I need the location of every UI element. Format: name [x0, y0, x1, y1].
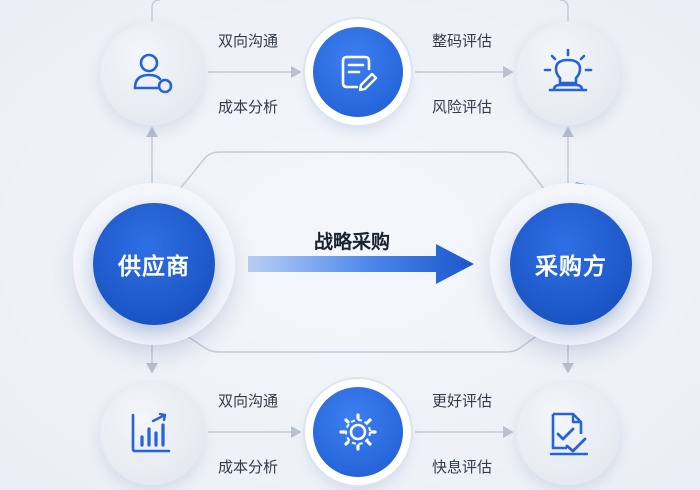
- idea-node: [516, 21, 620, 125]
- buyer-label: 采购方: [535, 254, 607, 280]
- label-bottom-left-top: 双向沟通: [218, 392, 279, 410]
- label-bottom-left-bottom: 成本分析: [218, 458, 279, 476]
- frame-bottom: [174, 327, 546, 353]
- checklist-icon: [549, 412, 589, 456]
- gear-icon: [339, 413, 377, 451]
- supplier-node: 供应商: [93, 203, 215, 325]
- label-top-right-bottom: 风险评估: [432, 98, 493, 116]
- frame-top: [174, 151, 546, 196]
- buyer-node: 采购方: [510, 203, 632, 325]
- bar-chart-icon: [131, 412, 171, 453]
- chart-node: [100, 381, 204, 485]
- document-node: [313, 27, 403, 117]
- strategy-label: 战略采购: [314, 231, 391, 253]
- lightbulb-icon: [543, 48, 593, 92]
- user-node: [100, 21, 204, 125]
- label-top-left-top: 双向沟通: [218, 32, 279, 50]
- user-icon: [133, 53, 173, 94]
- label-bottom-right-top: 更好评估: [432, 392, 493, 410]
- gear-node: [313, 387, 403, 477]
- label-top-left-bottom: 成本分析: [218, 98, 279, 116]
- label-top-right-top: 整码评估: [432, 32, 493, 50]
- checklist-node: [516, 381, 620, 485]
- supplier-label: 供应商: [118, 254, 190, 280]
- strategy-arrow: [248, 244, 474, 284]
- document-edit-icon: [341, 55, 378, 92]
- label-bottom-right-bottom: 快息评估: [432, 458, 493, 476]
